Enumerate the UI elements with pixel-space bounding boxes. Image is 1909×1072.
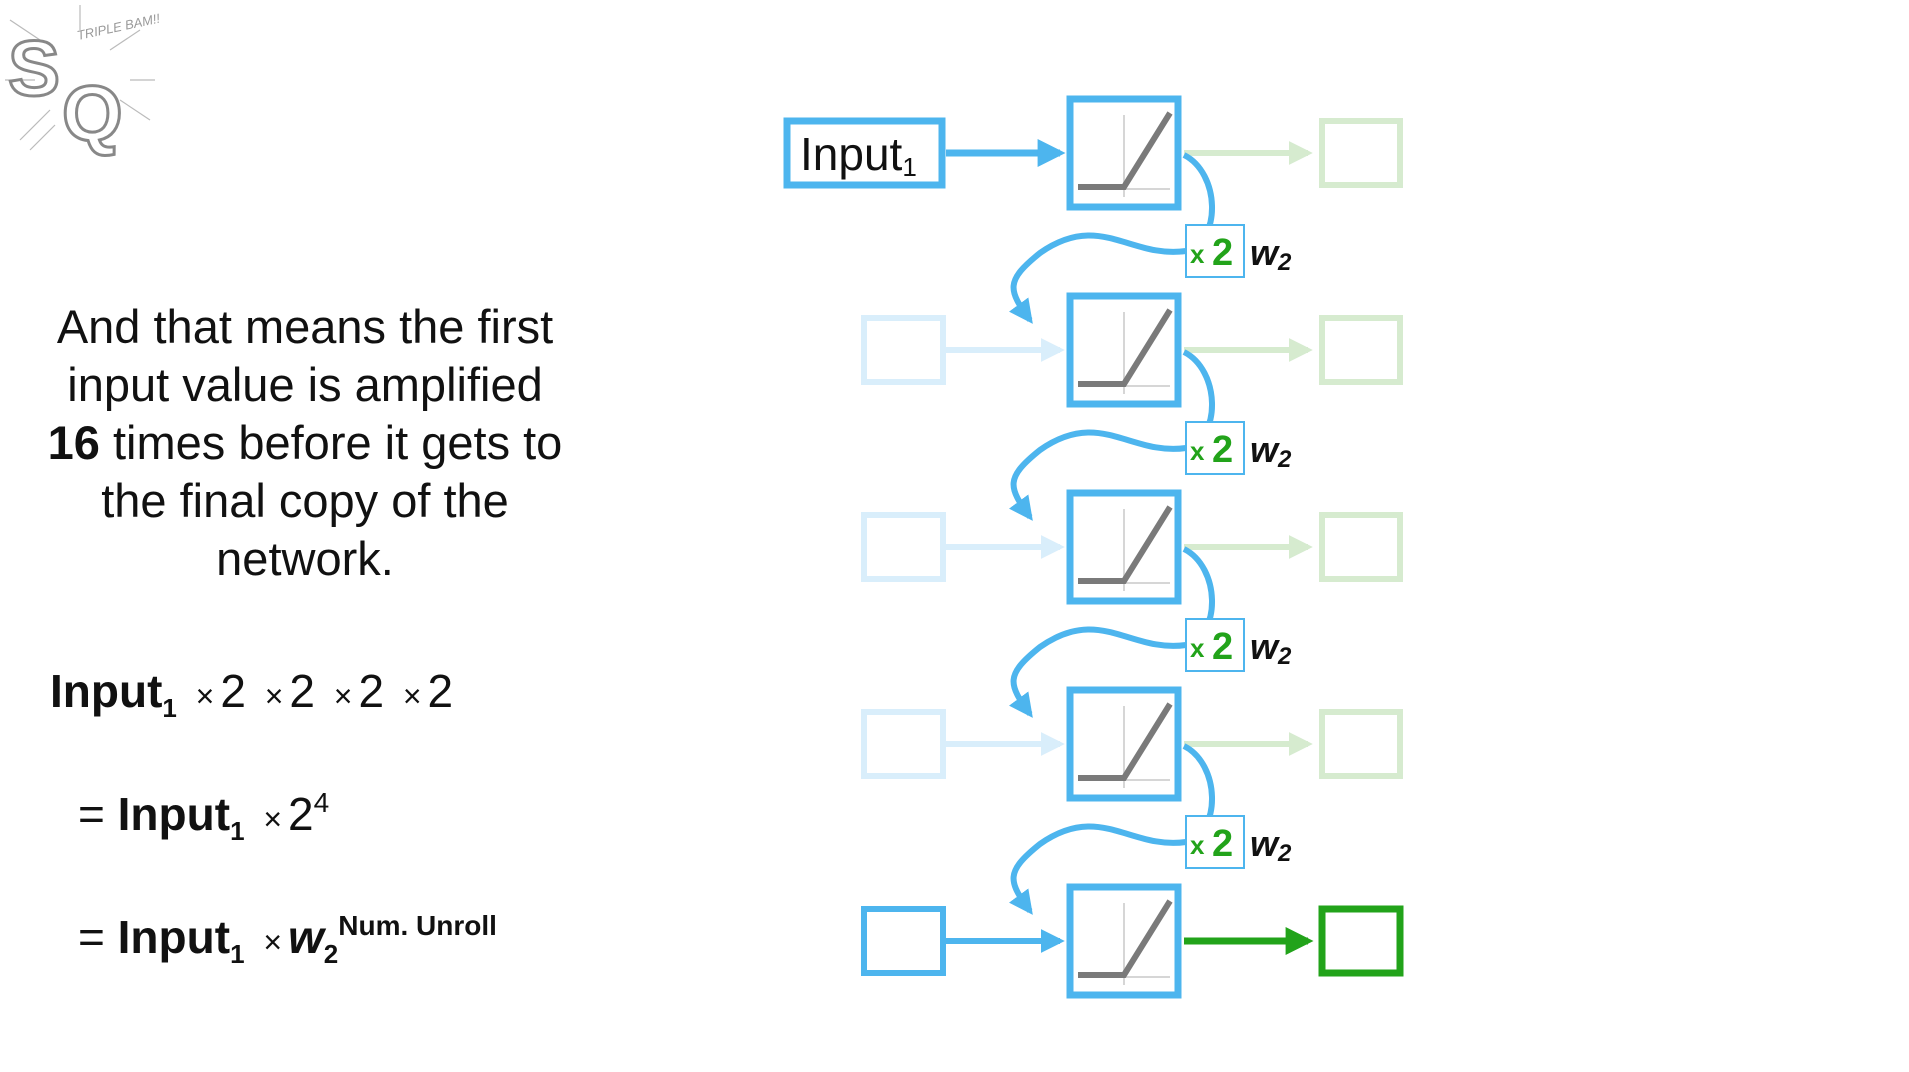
- eq3-input-sub: 1: [230, 939, 245, 969]
- eq2-equals: =: [78, 788, 105, 840]
- logo-letter-q: Q: [62, 69, 123, 157]
- eq1-two-2: 2: [289, 665, 315, 717]
- weight-value-1: 2: [1212, 232, 1233, 274]
- weight-times-2: x: [1190, 436, 1205, 466]
- output-box-5: [1318, 905, 1404, 977]
- weight-box-1: [1185, 224, 1245, 278]
- eq2-base: 2: [288, 788, 314, 840]
- eq1-two-1: 2: [220, 665, 246, 717]
- eq3-weight: w: [288, 911, 324, 963]
- equation-line-3: = Input1 ×w2Num. Unroll: [78, 910, 497, 970]
- eq2-times: ×: [263, 801, 282, 837]
- eq1-two-3: 2: [358, 665, 385, 717]
- eq2-input: Input: [117, 788, 231, 840]
- explanation-bold-number: 16: [47, 416, 100, 469]
- eq3-weight-sub: 2: [323, 939, 339, 969]
- output-box-3: [1319, 512, 1403, 582]
- eq3-equals: =: [78, 911, 105, 963]
- equation-line-2: = Input1 ×24: [78, 787, 329, 847]
- weight-name-1: w2: [1250, 232, 1292, 276]
- weight-box-4: [1185, 815, 1245, 869]
- eq1-times-4: ×: [402, 678, 422, 714]
- weight-value-2: 2: [1212, 429, 1233, 471]
- equation-line-1: Input1 ×2 ×2 ×2 ×2: [50, 664, 453, 724]
- recurrent-loop-1: [1008, 152, 1215, 324]
- eq2-exponent: 4: [313, 787, 330, 818]
- input-box-4: [861, 709, 946, 779]
- eq2-input-sub: 1: [230, 816, 245, 846]
- explanation-part1: And that means the first input value is …: [56, 300, 554, 411]
- weight-name-4: w2: [1250, 823, 1292, 867]
- input-box: [783, 117, 946, 189]
- relu-curve-3: [1078, 505, 1173, 584]
- recurrent-loop-3: [1008, 546, 1215, 718]
- recurrent-loop-2: [1008, 349, 1215, 521]
- relu-curve-4: [1078, 702, 1173, 781]
- eq1-input: Input: [50, 665, 163, 717]
- relu-curve-5: [1078, 899, 1173, 978]
- weight-times-3: x: [1190, 633, 1205, 663]
- input-label: Input1: [800, 128, 917, 182]
- weight-value-4: 2: [1212, 823, 1233, 865]
- eq1-times-2: ×: [264, 678, 284, 714]
- weight-value-3: 2: [1212, 626, 1233, 668]
- recurrent-loop-4: [1008, 743, 1215, 915]
- input-box-3: [861, 512, 946, 582]
- eq1-input-sub: 1: [162, 693, 177, 723]
- input-box-5: [861, 906, 946, 976]
- eq1-two-4: 2: [427, 665, 454, 717]
- statquest-logo: S Q TRIPLE BAM!!!: [5, 5, 160, 159]
- weight-times-4: x: [1190, 830, 1205, 860]
- explanation-part2: times before it gets to the final copy o…: [101, 416, 563, 585]
- input-box-2: [861, 315, 946, 385]
- logo-letter-s: S: [8, 24, 60, 112]
- eq3-input: Input: [117, 911, 231, 963]
- eq3-exponent: Num. Unroll: [338, 910, 497, 941]
- weight-box-2: [1185, 421, 1245, 475]
- weight-name-3: w2: [1250, 626, 1292, 670]
- relu-curve-2: [1078, 308, 1173, 387]
- relu-curve-1: [1078, 111, 1173, 190]
- output-box-1: [1319, 118, 1403, 188]
- eq1-times-1: ×: [195, 678, 215, 714]
- weight-name-2: w2: [1250, 429, 1292, 473]
- weight-box-3: [1185, 618, 1245, 672]
- output-box-4: [1319, 709, 1403, 779]
- weight-times-1: x: [1190, 239, 1205, 269]
- output-box-2: [1319, 315, 1403, 385]
- eq3-times: ×: [263, 924, 282, 960]
- explanation-text: And that means the first input value is …: [20, 298, 590, 588]
- eq1-times-3: ×: [333, 678, 353, 714]
